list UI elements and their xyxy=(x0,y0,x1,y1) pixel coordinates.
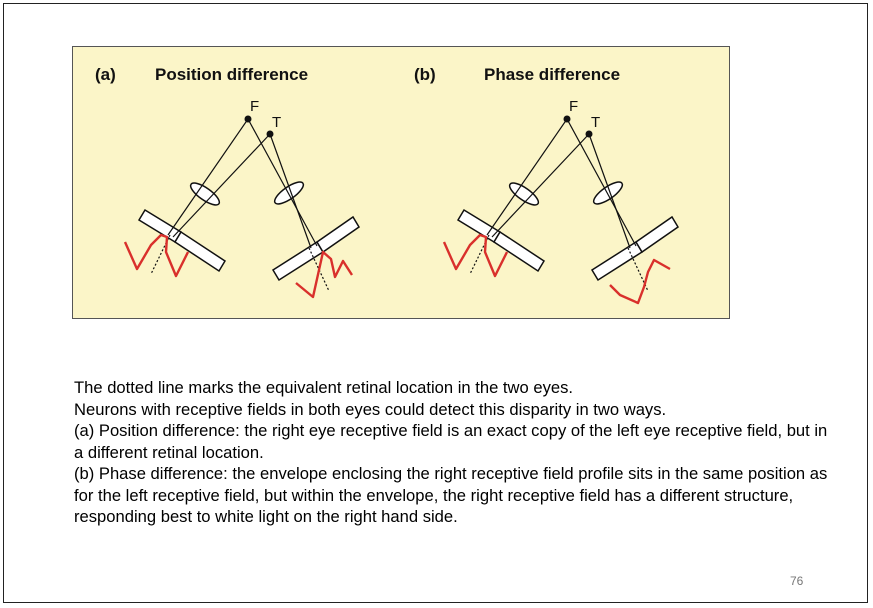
caption-line-1: The dotted line marks the equivalent ret… xyxy=(74,378,574,397)
caption: The dotted line marks the equivalent ret… xyxy=(74,377,834,528)
left-dotted-line xyxy=(150,234,171,275)
binocular-disparity-figure: (a) Position difference (b) Phase differ… xyxy=(72,46,730,319)
panel-a: F T xyxy=(123,98,360,299)
panel-a-letter: (a) xyxy=(95,65,116,84)
panel-b-title: Phase difference xyxy=(484,65,620,84)
figure-diagram: (a) Position difference (b) Phase differ… xyxy=(95,65,679,305)
panel-b: F T xyxy=(442,98,679,305)
caption-line-4: (b) Phase difference: the envelope enclo… xyxy=(74,464,828,526)
left-dotted-line xyxy=(469,234,490,275)
right-rf-profile-phase xyxy=(609,258,671,305)
panel-a-f-label: F xyxy=(250,98,259,115)
panel-a-title: Position difference xyxy=(155,65,308,84)
caption-line-3: (a) Position difference: the right eye r… xyxy=(74,421,828,462)
right-rf-profile xyxy=(295,250,354,299)
caption-line-2: Neurons with receptive fields in both ey… xyxy=(74,399,667,419)
panel-a-t-label: T xyxy=(272,114,281,131)
left-rf-profile xyxy=(442,233,509,278)
panel-b-t-label: T xyxy=(591,114,600,131)
panel-b-f-label: F xyxy=(569,98,578,115)
page-number: 76 xyxy=(790,574,804,588)
panel-b-letter: (b) xyxy=(414,65,436,84)
slide: (a) Position difference (b) Phase differ… xyxy=(3,3,868,603)
left-rf-profile xyxy=(123,233,190,278)
